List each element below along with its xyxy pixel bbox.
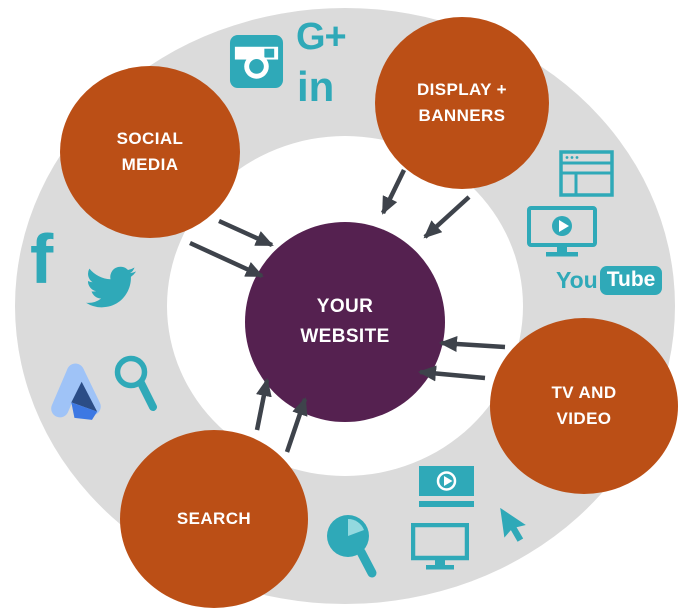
facebook-icon: f <box>30 220 54 298</box>
channel-label-search: SEARCH <box>176 508 252 528</box>
browser-window-icon <box>559 150 614 197</box>
center-label: YOUR WEBSITE <box>300 295 390 347</box>
channel-circle-display-banners: DISPLAY + BANNERS <box>375 17 549 189</box>
google-plus-icon: G+ <box>296 16 347 58</box>
twitter-icon <box>86 266 136 308</box>
monitor-icon <box>411 523 469 570</box>
cursor-icon <box>500 507 526 542</box>
instagram-icon <box>229 34 284 89</box>
channel-circle-social-media: SOCIAL MEDIA <box>60 66 240 238</box>
arrow-search-1 <box>254 378 272 431</box>
arrow-social-1 <box>218 218 274 248</box>
search-magnifier-icon <box>114 355 157 411</box>
youtube-logo: You Tube <box>556 266 663 295</box>
youtube-tube-badge: Tube <box>599 266 663 295</box>
monitor-play-icon <box>527 206 597 257</box>
arrow-social-2 <box>189 240 264 279</box>
channel-label-display-banners: DISPLAY + BANNERS <box>416 79 508 125</box>
arrow-tv-1 <box>439 336 506 352</box>
channel-circle-search: SEARCH <box>120 430 308 608</box>
google-ads-icon <box>51 363 101 420</box>
analytics-magnifier-icon <box>327 515 377 578</box>
channel-label-tv-video: TV AND VIDEO <box>551 382 617 428</box>
arrow-display-1 <box>380 169 407 215</box>
arrow-display-2 <box>423 195 471 239</box>
youtube-you-text: You <box>556 267 598 293</box>
center-circle-your-website: YOUR WEBSITE <box>245 222 445 422</box>
channel-label-social-media: SOCIAL MEDIA <box>116 128 184 174</box>
channel-circle-tv-video: TV AND VIDEO <box>490 318 678 494</box>
linkedin-icon: in <box>297 63 335 110</box>
video-player-icon <box>419 466 474 507</box>
